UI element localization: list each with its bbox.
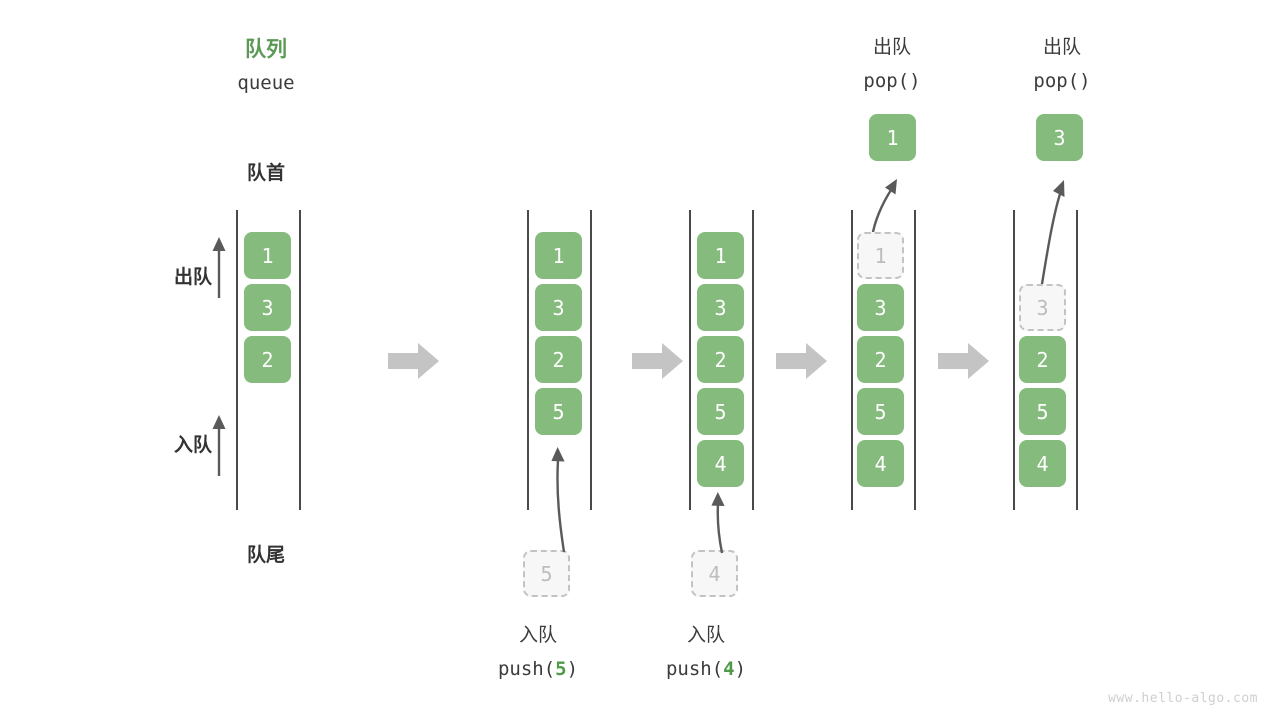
queue-rail-left (236, 210, 238, 510)
queue-cell: 2 (535, 336, 582, 383)
queue-tail-label: 队尾 (246, 544, 285, 566)
incoming-ghost-cell: 5 (523, 550, 570, 597)
push-code-suffix: ) (566, 658, 579, 680)
queue-cell: 4 (697, 440, 744, 487)
dequeue-arrow-icon (208, 234, 230, 300)
incoming-ghost-cell: 4 (691, 550, 738, 597)
queue-cell: 1 (697, 232, 744, 279)
enqueue-arrow-icon (208, 412, 230, 478)
step-arrow-icon (938, 342, 990, 380)
queue-rail-right (590, 210, 592, 510)
popped-cell: 3 (1036, 114, 1083, 161)
enqueue-direction-label: 入队 (173, 434, 212, 456)
queue-rail-right (299, 210, 301, 510)
push-code-suffix: ) (734, 658, 747, 680)
step-arrow-icon (632, 342, 684, 380)
queue-cell: 3 (697, 284, 744, 331)
stage-caption-cn: 出队 (872, 36, 911, 58)
queue-rail-right (914, 210, 916, 510)
push-arrow-icon (540, 430, 586, 555)
pop-arrow-icon (1022, 168, 1076, 292)
queue-cell: 2 (1019, 336, 1066, 383)
pop-arrow-icon (860, 168, 908, 240)
queue-rail-left (851, 210, 853, 510)
queue-cell: 3 (535, 284, 582, 331)
outgoing-ghost-cell: 1 (857, 232, 904, 279)
push-code-prefix: push( (497, 658, 556, 680)
queue-cell: 2 (857, 336, 904, 383)
dequeue-direction-label: 出队 (173, 266, 212, 288)
queue-cell: 5 (535, 388, 582, 435)
stage-caption-code: push(5) (482, 656, 594, 684)
queue-cell: 1 (535, 232, 582, 279)
stage-caption-code: pop() (1033, 70, 1091, 92)
push-code-prefix: push( (665, 658, 724, 680)
stage-caption-cn: 入队 (686, 624, 725, 646)
queue-rail-right (1076, 210, 1078, 510)
queue-cell: 5 (857, 388, 904, 435)
queue-rail-right (752, 210, 754, 510)
queue-cell: 4 (857, 440, 904, 487)
stage-caption-code: pop() (863, 70, 921, 92)
step-arrow-icon (776, 342, 828, 380)
diagram-title-cn: 队列 (245, 37, 287, 61)
queue-cell: 3 (857, 284, 904, 331)
stage-caption-cn: 入队 (518, 624, 557, 646)
queue-cell: 1 (244, 232, 291, 279)
push-code-arg: 4 (723, 658, 735, 680)
queue-cell: 3 (244, 284, 291, 331)
queue-cell: 4 (1019, 440, 1066, 487)
queue-cell: 2 (244, 336, 291, 383)
push-code-arg: 5 (555, 658, 567, 680)
step-arrow-icon (388, 342, 440, 380)
push-arrow-icon (704, 482, 746, 556)
queue-head-label: 队首 (246, 162, 285, 184)
diagram-title-en: queue (237, 72, 295, 94)
queue-cell: 5 (1019, 388, 1066, 435)
popped-cell: 1 (869, 114, 916, 161)
queue-rail-left (527, 210, 529, 510)
stage-caption-code: push(4) (650, 656, 762, 684)
stage-caption-cn: 出队 (1042, 36, 1081, 58)
watermark: www.hello-algo.com (1108, 691, 1258, 706)
queue-cell: 5 (697, 388, 744, 435)
queue-rail-left (689, 210, 691, 510)
outgoing-ghost-cell: 3 (1019, 284, 1066, 331)
queue-cell: 2 (697, 336, 744, 383)
queue-rail-left (1013, 210, 1015, 510)
